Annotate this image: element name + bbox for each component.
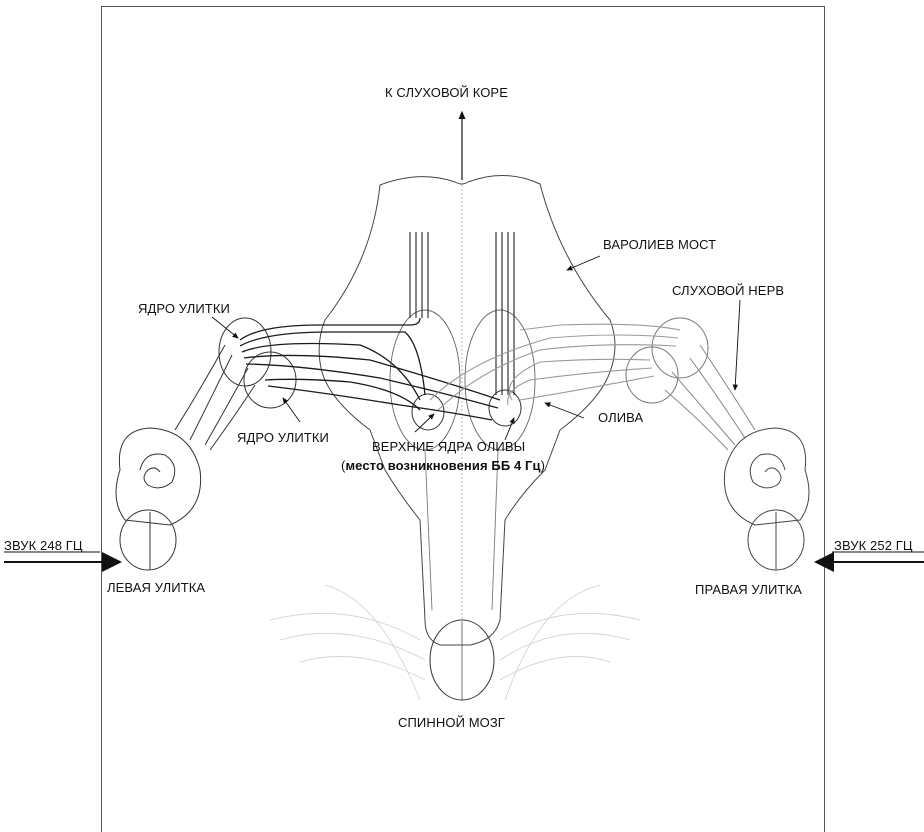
right-superior-olive — [489, 390, 521, 426]
pointer-arrows — [212, 256, 740, 440]
bb-origin-close: ) — [541, 458, 545, 473]
right-fibers — [430, 324, 680, 410]
label-right-cochlea: ПРАВАЯ УЛИТКА — [695, 583, 802, 596]
left-cochlea — [116, 428, 201, 570]
label-bb-origin: (место возникновения ББ 4 Гц) — [341, 459, 545, 472]
pons-outline — [319, 175, 615, 645]
cerebellum-shading — [270, 585, 640, 700]
bb-origin-text: место возникновения ББ 4 Гц — [345, 458, 540, 473]
label-auditory-nerve: СЛУХОВОЙ НЕРВ — [672, 284, 784, 297]
right-cochlea — [724, 428, 809, 570]
label-spinal-cord: СПИННОЙ МОЗГ — [398, 716, 505, 729]
left-olive-body — [390, 310, 460, 450]
label-left-cochlea: ЛЕВАЯ УЛИТКА — [107, 581, 205, 594]
left-superior-olive — [412, 394, 444, 430]
label-olive: ОЛИВА — [598, 411, 643, 424]
label-sound-right: ЗВУК 252 ГЦ — [834, 539, 913, 552]
label-superior-olive: ВЕРХНИЕ ЯДРА ОЛИВЫ — [372, 440, 525, 453]
label-pons: ВАРОЛИЕВ МОСТ — [603, 238, 716, 251]
right-auditory-nerve — [665, 345, 755, 450]
label-sound-left: ЗВУК 248 ГЦ — [4, 539, 83, 552]
left-fibers — [240, 318, 500, 420]
label-cochlear-nucleus-bottom: ЯДРО УЛИТКИ — [237, 431, 329, 444]
left-cochlear-nucleus-upper — [219, 318, 271, 386]
label-cochlear-nucleus-top: ЯДРО УЛИТКИ — [138, 302, 230, 315]
label-to-cortex: К СЛУХОВОЙ КОРЕ — [385, 86, 508, 99]
